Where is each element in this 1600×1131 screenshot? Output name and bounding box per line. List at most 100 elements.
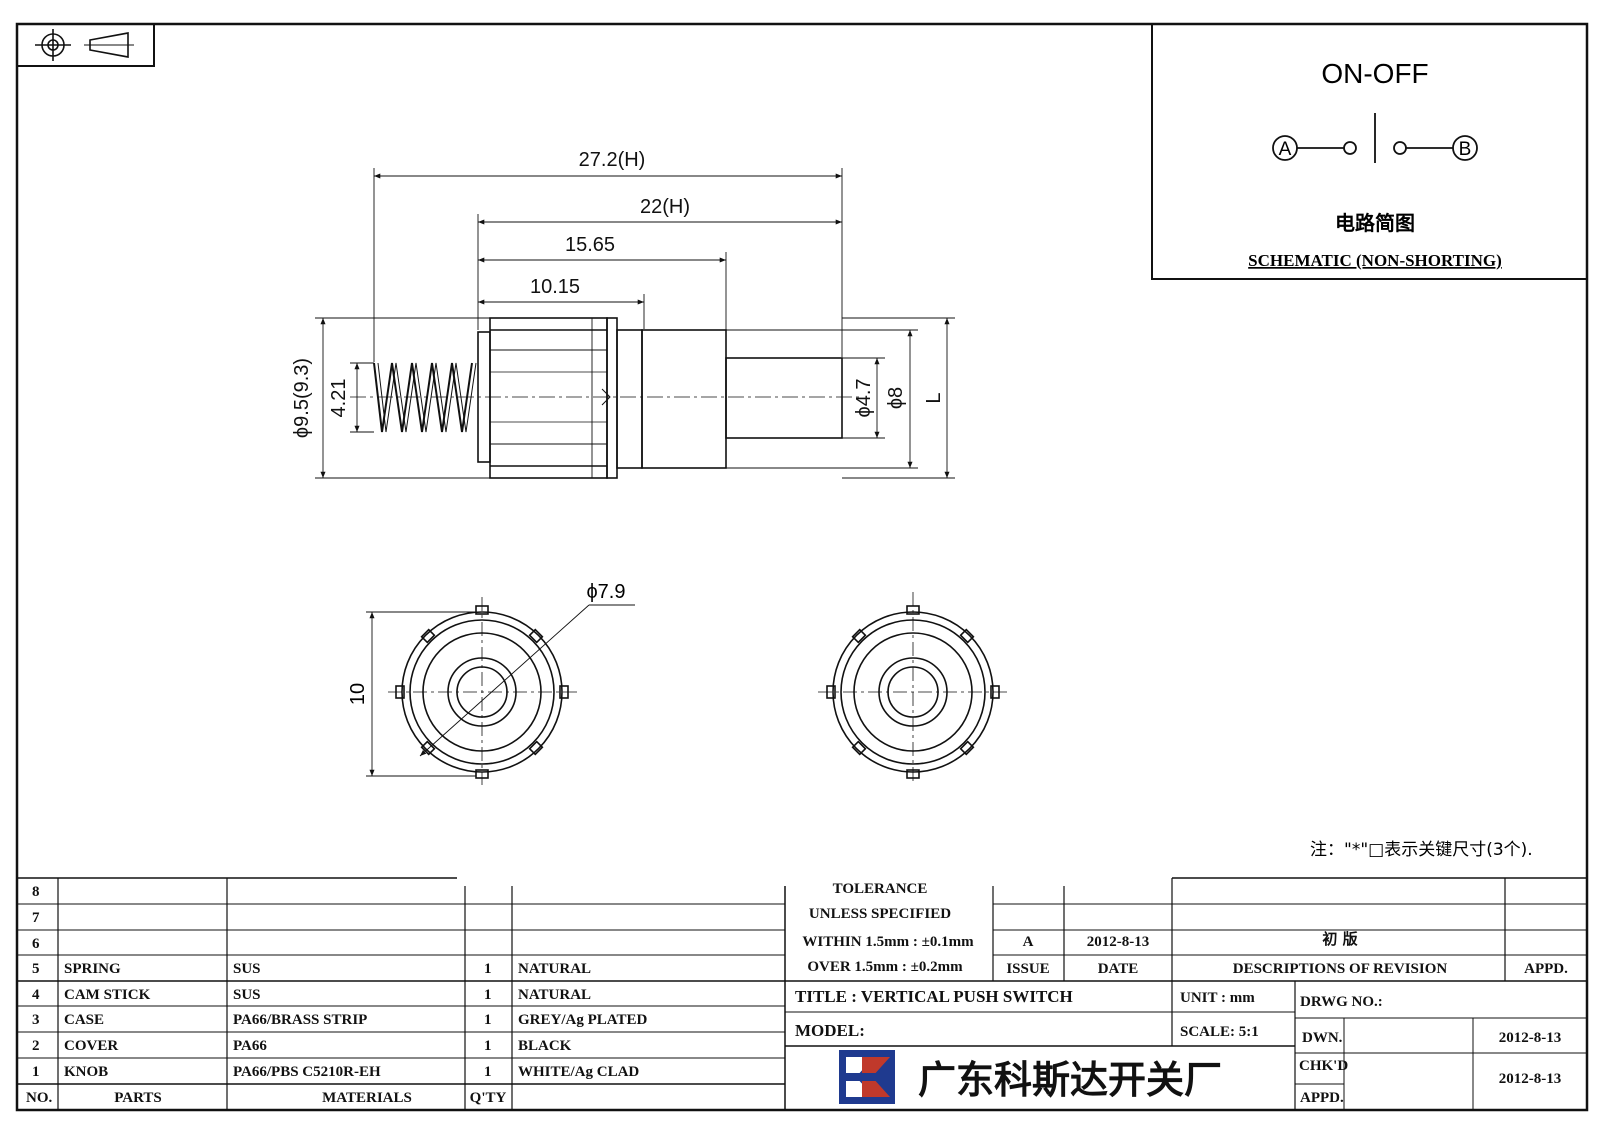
table-row: 4 CAM STICK SUS 1 NATURAL xyxy=(32,987,591,1003)
drawing-number-label: DRWG NO.: xyxy=(1300,994,1383,1010)
schematic-caption-cn: 电路简图 xyxy=(1335,211,1415,235)
approved-label: APPD. xyxy=(1300,1090,1344,1106)
tolerance-title: TOLERANCE xyxy=(833,881,928,897)
front-view-left xyxy=(366,597,635,785)
bom-finish: WHITE/Ag CLAD xyxy=(518,1064,639,1080)
bom-finish: GREY/Ag PLATED xyxy=(518,1012,647,1028)
bom-finish: BLACK xyxy=(518,1038,572,1054)
bom-header-materials: MATERIALS xyxy=(322,1090,412,1106)
bom-part: COVER xyxy=(64,1038,118,1054)
bom-finish: NATURAL xyxy=(518,961,591,977)
revision-issue-header: ISSUE xyxy=(1006,961,1049,977)
stem xyxy=(725,357,843,439)
dim-face-dia: ϕ7.9 xyxy=(586,581,625,603)
unit-label: UNIT : mm xyxy=(1180,990,1255,1006)
front-view-right xyxy=(818,592,1010,784)
bom-qty: 1 xyxy=(484,1012,492,1028)
revision-date: 2012-8-13 xyxy=(1087,934,1150,950)
company-logo xyxy=(839,1050,895,1104)
case-body xyxy=(641,329,727,469)
table-row: 7 xyxy=(32,910,40,926)
title-block-grid xyxy=(17,877,1587,1110)
tolerance-within: WITHIN 1.5mm : ±0.1mm xyxy=(802,934,974,950)
revision-date-header: DATE xyxy=(1098,961,1139,977)
bom-no: 8 xyxy=(32,884,40,900)
side-dimension-labels: 27.2(H) 22(H) 15.65 10.15 ϕ9.5(9.3) 4.21… xyxy=(291,149,945,438)
tolerance-over: OVER 1.5mm : ±0.2mm xyxy=(807,959,963,975)
model-label: MODEL: xyxy=(795,1021,865,1040)
projection-symbol-icon xyxy=(35,29,134,61)
bom-finish: NATURAL xyxy=(518,987,591,1003)
drawn-label: DWN. xyxy=(1302,1030,1343,1046)
terminal-b-label: B xyxy=(1459,139,1472,160)
bom-header-row: NO. PARTS MATERIALS Q'TY xyxy=(26,1090,506,1106)
tolerance-block: TOLERANCE UNLESS SPECIFIED WITHIN 1.5mm … xyxy=(802,881,974,975)
revision-description: 初 版 xyxy=(1322,930,1357,948)
dim-outer-dia: ϕ9.5(9.3) xyxy=(291,358,313,438)
dim-knob-length: 10.15 xyxy=(530,276,580,298)
schematic-caption-en: SCHEMATIC (NON-SHORTING) xyxy=(1248,251,1502,270)
table-row: 5 SPRING SUS 1 NATURAL xyxy=(32,961,591,977)
bom-material: PA66/PBS C5210R-EH xyxy=(233,1064,381,1080)
drawing-title: TITLE : VERTICAL PUSH SWITCH xyxy=(795,987,1073,1006)
title-block: TITLE : VERTICAL PUSH SWITCH UNIT : mm D… xyxy=(795,987,1561,1106)
tolerance-unless: UNLESS SPECIFIED xyxy=(809,906,951,922)
bom-no: 7 xyxy=(32,910,40,926)
table-row: 8 xyxy=(32,884,40,900)
dim-stroke: L xyxy=(923,392,945,403)
bom-no: 5 xyxy=(32,961,40,977)
key-dimension-note: 注："*"□表示关键尺寸(3个). xyxy=(1310,840,1533,860)
revision-issue: A xyxy=(1023,934,1034,950)
dim-body-dia: ϕ8 xyxy=(885,387,907,409)
revision-desc-header: DESCRIPTIONS OF REVISION xyxy=(1233,961,1448,977)
bom-table: 8 7 6 5 SPRING SUS 1 NATURAL 4 CAM STICK… xyxy=(26,884,647,1106)
scale-label: SCALE: 5:1 xyxy=(1180,1024,1259,1040)
dim-face-width: 10 xyxy=(347,683,369,705)
checked-label: CHK'D xyxy=(1299,1058,1348,1074)
bom-part: SPRING xyxy=(64,961,121,977)
bom-no: 2 xyxy=(32,1038,40,1054)
sheet-frame xyxy=(15,22,1589,1112)
bom-no: 3 xyxy=(32,1012,40,1028)
revision-appd-header: APPD. xyxy=(1524,961,1568,977)
checked-date: 2012-8-13 xyxy=(1499,1071,1562,1087)
bom-material: SUS xyxy=(233,961,261,977)
bom-qty: 1 xyxy=(484,961,492,977)
knob xyxy=(489,317,618,479)
spring xyxy=(373,362,477,433)
bom-header-no: NO. xyxy=(26,1090,53,1106)
side-view xyxy=(350,317,860,479)
dim-body-height: 22(H) xyxy=(640,196,690,218)
table-row: 6 xyxy=(32,936,40,952)
bom-header-qty: Q'TY xyxy=(470,1090,507,1106)
dim-stem-dia: ϕ4.7 xyxy=(853,378,875,417)
bom-part: KNOB xyxy=(64,1064,108,1080)
dim-case-length: 15.65 xyxy=(565,234,615,256)
side-dimensions xyxy=(315,168,955,479)
bom-qty: 1 xyxy=(484,987,492,1003)
bom-header-parts: PARTS xyxy=(114,1090,162,1106)
terminal-a-label: A xyxy=(1279,139,1292,160)
bom-no: 6 xyxy=(32,936,40,952)
dim-spring-dia: 4.21 xyxy=(328,379,350,418)
dim-total-height: 27.2(H) xyxy=(579,149,646,171)
schematic-panel: ON-OFF A B 电路简图 SCHEMATIC (NON-SHORTING) xyxy=(1151,23,1588,280)
schematic-title: ON-OFF xyxy=(1321,58,1428,89)
bom-part: CASE xyxy=(64,1012,104,1028)
bom-no: 1 xyxy=(32,1064,40,1080)
bom-material: PA66/BRASS STRIP xyxy=(233,1012,367,1028)
company-name: 广东科斯达开关厂 xyxy=(918,1058,1222,1102)
drawn-date: 2012-8-13 xyxy=(1499,1030,1562,1046)
bom-qty: 1 xyxy=(484,1064,492,1080)
bom-material: PA66 xyxy=(233,1038,267,1054)
table-row: 3 CASE PA66/BRASS STRIP 1 GREY/Ag PLATED xyxy=(32,1012,647,1028)
revision-block: A 2012-8-13 初 版 ISSUE DATE DESCRIPTIONS … xyxy=(1006,930,1568,977)
switch-symbol xyxy=(1272,113,1478,163)
bom-material: SUS xyxy=(233,987,261,1003)
bom-qty: 1 xyxy=(484,1038,492,1054)
bom-part: CAM STICK xyxy=(64,987,151,1003)
bom-no: 4 xyxy=(32,987,40,1003)
table-row: 1 KNOB PA66/PBS C5210R-EH 1 WHITE/Ag CLA… xyxy=(32,1064,639,1080)
table-row: 2 COVER PA66 1 BLACK xyxy=(32,1038,572,1054)
